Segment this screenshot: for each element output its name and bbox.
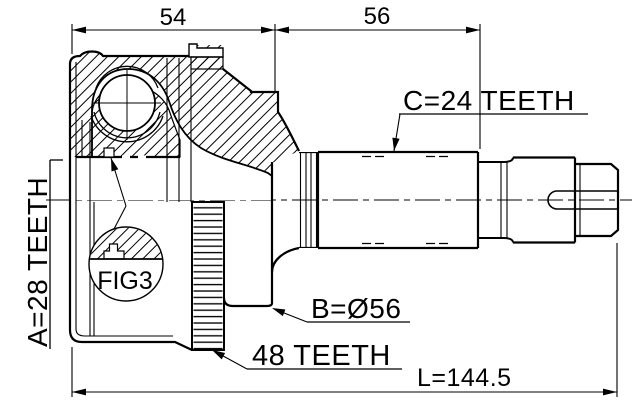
detail-leader-arrow xyxy=(111,158,119,172)
outer-race-housing-section xyxy=(68,45,300,351)
boot-groove-rings xyxy=(299,152,318,248)
snap-ring-groove xyxy=(103,147,115,158)
bearing-journal xyxy=(513,156,577,244)
callout-housing-diameter: B=Ø56 xyxy=(272,293,410,324)
spline-section xyxy=(316,150,480,250)
dimension-lines xyxy=(71,24,618,397)
shaft-groove xyxy=(478,157,514,243)
abs-tone-ring xyxy=(188,43,225,351)
ball-crosshair xyxy=(93,70,161,140)
detail-label: FIG3 xyxy=(97,267,153,295)
callout-shaft-spline: C=24 TEETH xyxy=(392,85,588,152)
abs-ring-teeth-label: 48 TEETH xyxy=(252,340,391,372)
cotter-pin-slot xyxy=(547,190,618,210)
cavity-boundary xyxy=(91,68,273,177)
dim-housing-width: 54 xyxy=(160,4,187,31)
shaft-spline-label: C=24 TEETH xyxy=(403,85,575,116)
housing-outline xyxy=(68,50,300,351)
callout-hub-spline: A=28 TEETH xyxy=(22,159,63,349)
detail-circle-fig3: FIG3 xyxy=(88,157,164,302)
snap-ring-detail-notch xyxy=(103,243,125,260)
callout-abs-ring-teeth: 48 TEETH xyxy=(212,340,402,372)
housing-diameter-label: B=Ø56 xyxy=(311,293,401,324)
hub-spline-label: A=28 TEETH xyxy=(22,177,53,347)
spline-root-dashes xyxy=(362,155,448,245)
dimension-arrows xyxy=(72,26,617,396)
dim-boot-section-width: 56 xyxy=(364,3,391,30)
spline-shaft xyxy=(299,150,620,250)
dim-overall-length: L=144.5 xyxy=(417,364,512,392)
threaded-end xyxy=(547,162,620,238)
